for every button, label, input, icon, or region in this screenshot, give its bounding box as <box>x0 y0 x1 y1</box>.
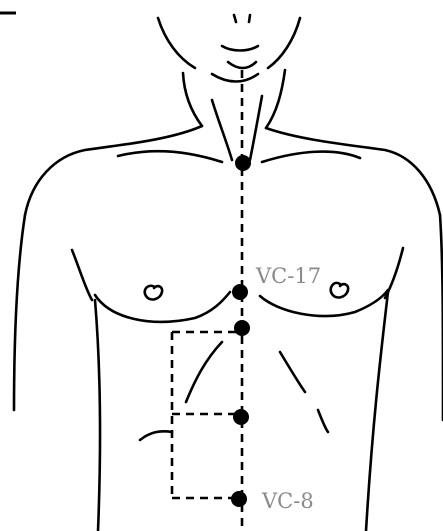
neck-left <box>183 73 202 126</box>
acupoint-vc8 <box>231 491 247 507</box>
abdomen-curve-right <box>280 352 305 392</box>
dashed-lines <box>172 70 242 531</box>
neck-right <box>266 70 285 128</box>
abdomen-curve-left <box>140 431 172 440</box>
acupoint-upper-abdomen <box>234 320 250 336</box>
nipple-left <box>145 286 162 300</box>
jaw-right <box>268 18 300 68</box>
acupoint-mid-abdomen <box>233 409 249 425</box>
label-vc17: VC-17 <box>255 264 321 288</box>
clavicle-right <box>262 152 360 162</box>
pectoral-right <box>260 290 388 316</box>
jaw-left <box>158 18 195 68</box>
acupoint-neck <box>235 155 251 171</box>
rib-line-left <box>186 342 222 402</box>
acupoint-vc17 <box>232 284 248 300</box>
lower-lip <box>228 62 256 68</box>
arm-left-outer <box>14 215 25 410</box>
shoulder-right <box>266 128 440 215</box>
pectoral-left <box>95 292 230 322</box>
torso-right <box>366 292 388 531</box>
nipple-right <box>331 283 348 298</box>
label-vc8: VC-8 <box>261 489 314 513</box>
body-outline <box>14 15 443 531</box>
clavicle-left <box>118 151 222 162</box>
chin <box>212 74 258 82</box>
neck-muscle-right <box>250 96 262 160</box>
mouth <box>222 46 258 51</box>
torso-left <box>95 300 100 531</box>
abdomen-line-right <box>318 410 328 432</box>
nose-mark <box>234 15 250 22</box>
arm-left-inner <box>72 250 92 300</box>
neck-muscle-left <box>212 100 232 160</box>
shoulder-left <box>25 126 202 215</box>
